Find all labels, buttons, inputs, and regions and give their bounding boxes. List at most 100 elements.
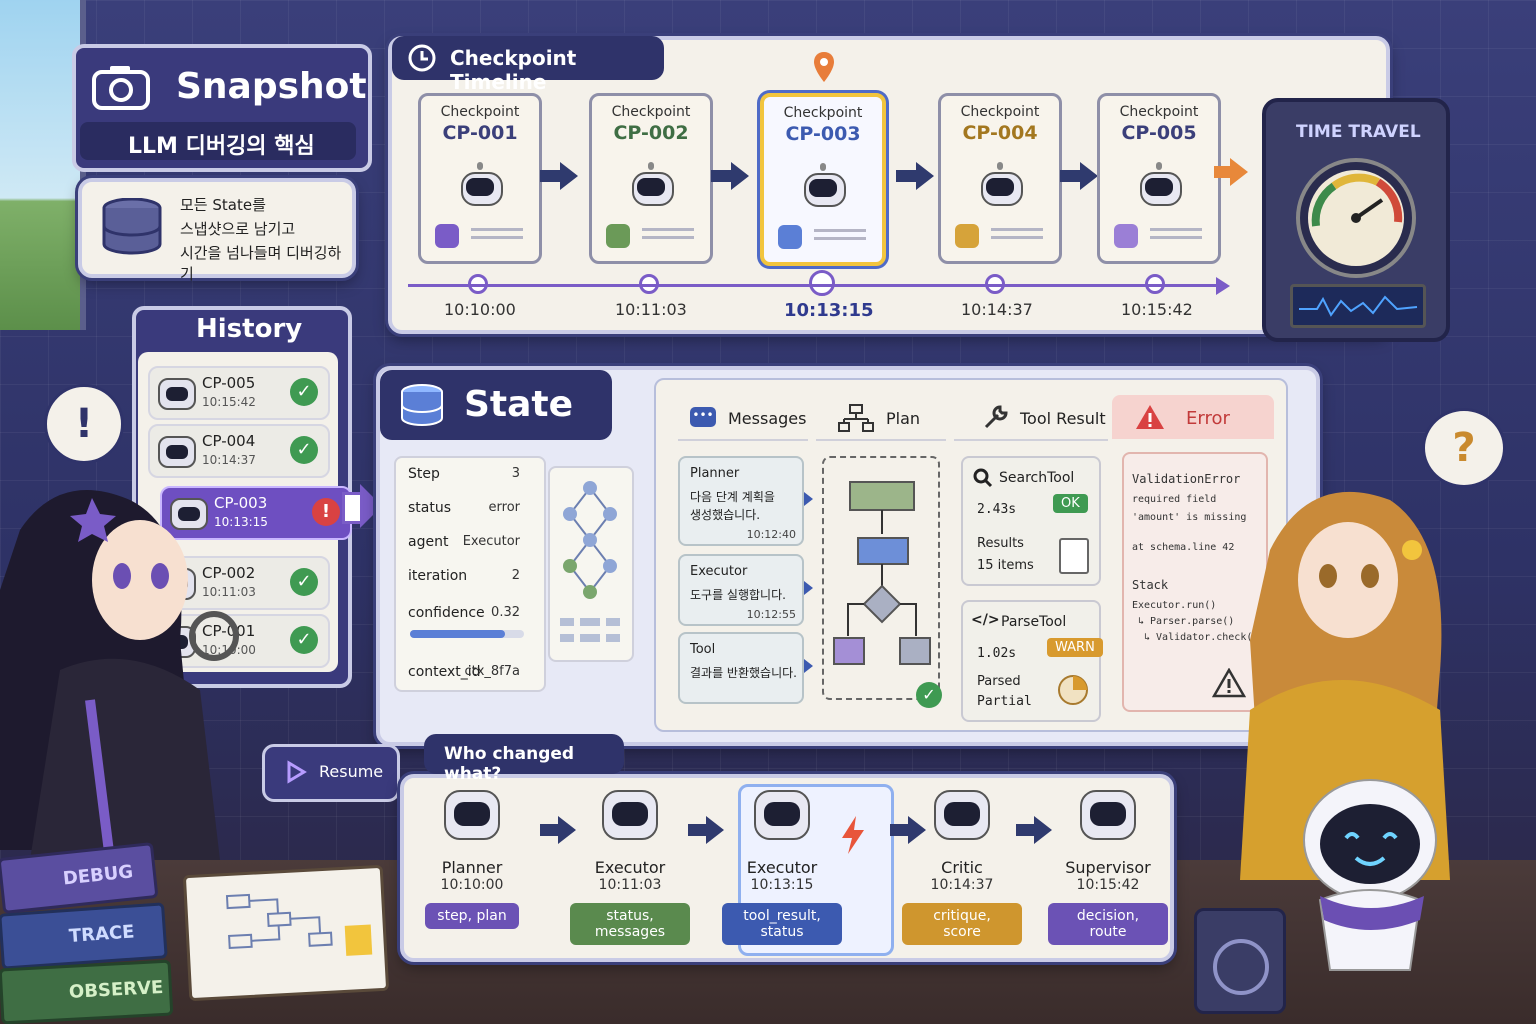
lightning-icon	[838, 814, 868, 860]
error-line2: 'amount' is missing	[1132, 512, 1247, 523]
flow-arrow	[711, 170, 731, 182]
camera-device	[1194, 908, 1286, 1014]
flow-arrow-head	[1034, 816, 1052, 844]
book-trace: TRACE	[0, 902, 168, 970]
history-item-id: CP-005	[202, 374, 256, 392]
book-debug: DEBUG	[0, 842, 159, 914]
robot-icon	[1136, 162, 1182, 208]
message-role: Executor	[690, 564, 748, 579]
confidence-bar-track	[410, 630, 524, 638]
flow-arrow-head	[706, 816, 724, 844]
state-key: Step	[408, 466, 440, 482]
books-stack: DEBUG TRACE OBSERVE	[0, 830, 174, 1024]
tab-plan[interactable]: Plan	[816, 395, 946, 441]
parse-parsed-label: Parsed	[977, 674, 1021, 689]
timeline-time-label: 10:15:42	[1121, 300, 1193, 319]
snapshot-subtitle: LLM 디버깅의 핵심	[128, 134, 315, 159]
flow-arrow-head	[731, 162, 749, 190]
history-item-time: 10:15:42	[202, 395, 256, 409]
state-header: State	[380, 370, 612, 440]
graph-diagram-card	[548, 466, 634, 662]
robot-icon	[602, 790, 658, 840]
agent-name: Supervisor	[1065, 858, 1151, 877]
resume-label: Resume	[319, 762, 384, 781]
agent-changes-chip: decision, route	[1048, 903, 1168, 945]
dial-icon	[1213, 939, 1269, 995]
time-travel-machine: TIME TRAVEL	[1262, 98, 1450, 342]
agent-changes-chip: critique, score	[902, 903, 1022, 945]
history-item-time: 10:11:03	[202, 585, 256, 599]
checkpoint-label: Checkpoint	[960, 104, 1040, 120]
history-item-id: CP-002	[202, 564, 256, 582]
search-results-value: 15 items	[977, 558, 1034, 573]
checkpoint-id: CP-003	[785, 123, 861, 145]
check-icon: ✓	[290, 568, 318, 596]
warn-badge: WARN	[1047, 638, 1103, 657]
flow-arrow-head	[558, 816, 576, 844]
timeline-time-label: 10:13:15	[784, 300, 874, 321]
robot-icon	[444, 790, 500, 840]
history-title: History	[196, 314, 303, 344]
timeline-axis-arrow	[1216, 277, 1230, 295]
state-title: State	[464, 384, 574, 425]
timeline-dot[interactable]	[809, 270, 835, 296]
wrench-icon	[982, 403, 1010, 435]
code-icon: </>	[971, 612, 1000, 628]
next-arrow-orange-head	[1230, 158, 1248, 186]
notebook-flowchart	[182, 864, 390, 1002]
message-time: 10:12:55	[746, 608, 796, 621]
flow-arrow-head	[560, 162, 578, 190]
text-lines-icon	[642, 228, 694, 231]
time-travel-label: TIME TRAVEL	[1296, 122, 1421, 142]
state-value: 3	[511, 466, 520, 481]
state-key: agent	[408, 534, 449, 550]
message-text: 도구를 실행합니다.	[690, 588, 786, 602]
parse-tool-duration: 1.02s	[977, 646, 1017, 661]
mascot-robot-character	[1290, 770, 1450, 980]
robot-icon	[800, 163, 846, 209]
message-role: Tool	[690, 642, 716, 657]
snapshot-desc-line2: 스냅샷으로 남기고	[180, 220, 296, 238]
search-results-label: Results	[977, 536, 1024, 551]
state-value: error	[488, 500, 520, 515]
checkpoint-label: Checkpoint	[611, 104, 691, 120]
tab-tool-result-label: Tool Result	[1020, 409, 1106, 428]
play-icon	[285, 760, 307, 788]
flow-arrow	[1016, 824, 1034, 836]
message-text: 다음 단계 계획을	[690, 490, 775, 504]
state-value: ctx_8f7a	[464, 664, 520, 679]
tab-error[interactable]: Error	[1112, 395, 1274, 439]
tab-messages-label: Messages	[728, 409, 807, 428]
error-stack-label: Stack	[1132, 578, 1169, 592]
resume-button[interactable]: Resume	[262, 744, 400, 802]
search-tool-duration: 2.43s	[977, 502, 1017, 517]
message-arrow-icon	[804, 659, 813, 673]
checkpoint-id: CP-004	[962, 122, 1038, 144]
tab-tool-result[interactable]: Tool Result	[954, 395, 1108, 441]
chat-icon: •••	[690, 407, 716, 427]
state-value: 2	[511, 568, 520, 583]
flow-arrow-head	[1080, 162, 1098, 190]
timeline-header: Checkpoint Timeline	[392, 36, 664, 94]
tab-messages[interactable]: ••• Messages	[678, 395, 808, 441]
message-item[interactable]: Executor 도구를 실행합니다. 10:12:55	[678, 554, 804, 626]
flow-arrow	[540, 824, 558, 836]
